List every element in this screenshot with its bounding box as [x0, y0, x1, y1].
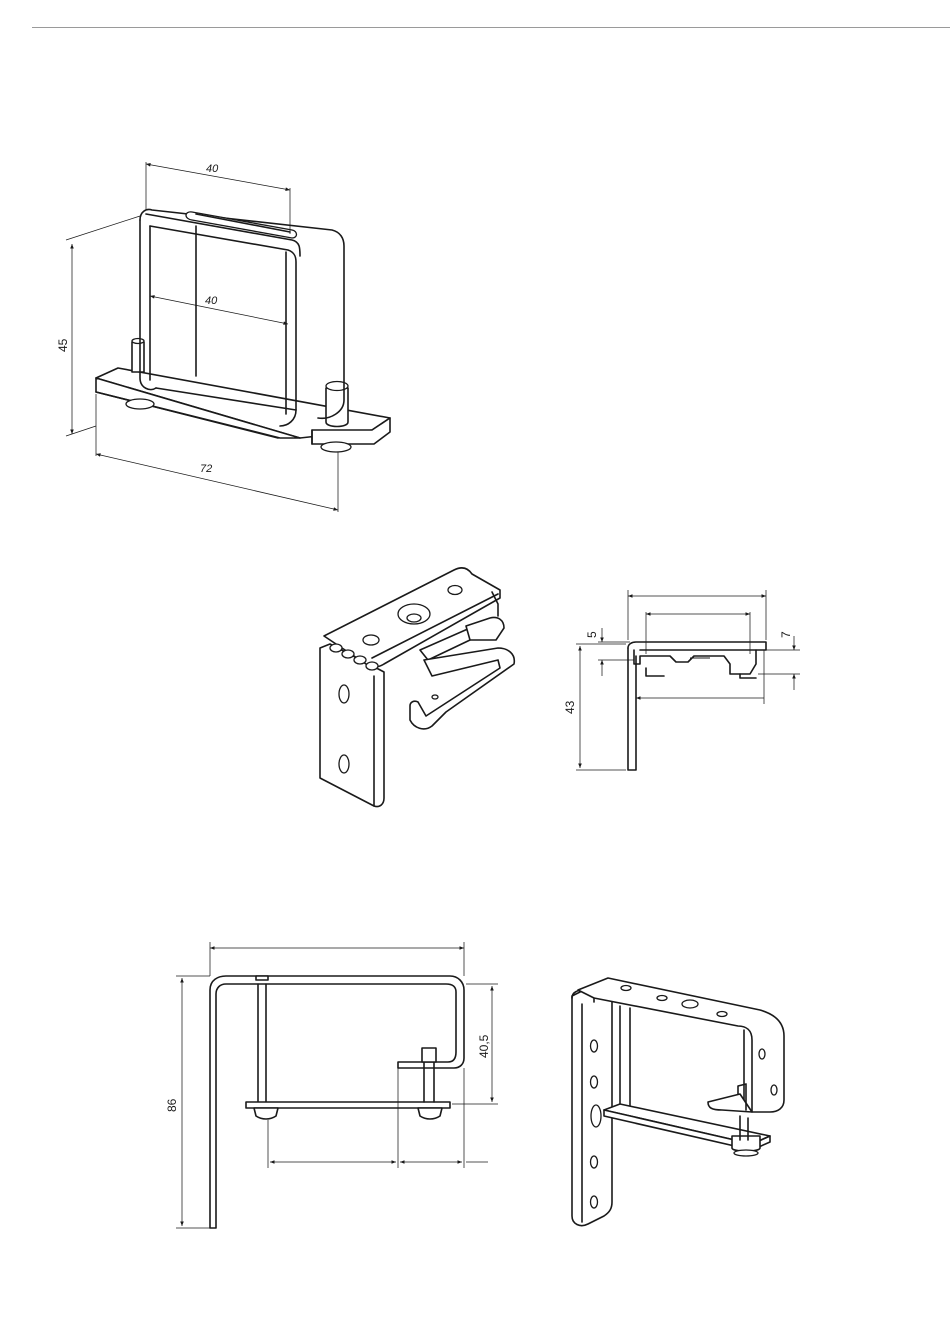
figure-4-side-view: 86 40,5: [165, 942, 498, 1228]
dim-top-width: 40: [206, 163, 219, 175]
dim-height-43: 43: [563, 700, 577, 714]
dim-gap: 40,5: [477, 1034, 491, 1058]
figure-5-l-bracket: [572, 978, 784, 1226]
dim-lip: 7: [779, 631, 793, 638]
dim-flange: 5: [585, 631, 599, 638]
dim-length: 72: [200, 463, 212, 475]
dim-inner-width: 40: [205, 295, 218, 307]
figure-3-side-view: 5 7 43: [563, 590, 800, 770]
figure-2-angle-bracket: [320, 568, 514, 807]
figure-1-u-bracket: 40 40 45 72: [56, 162, 390, 512]
dim-height-86: 86: [165, 1098, 179, 1112]
dim-height: 45: [56, 338, 70, 352]
